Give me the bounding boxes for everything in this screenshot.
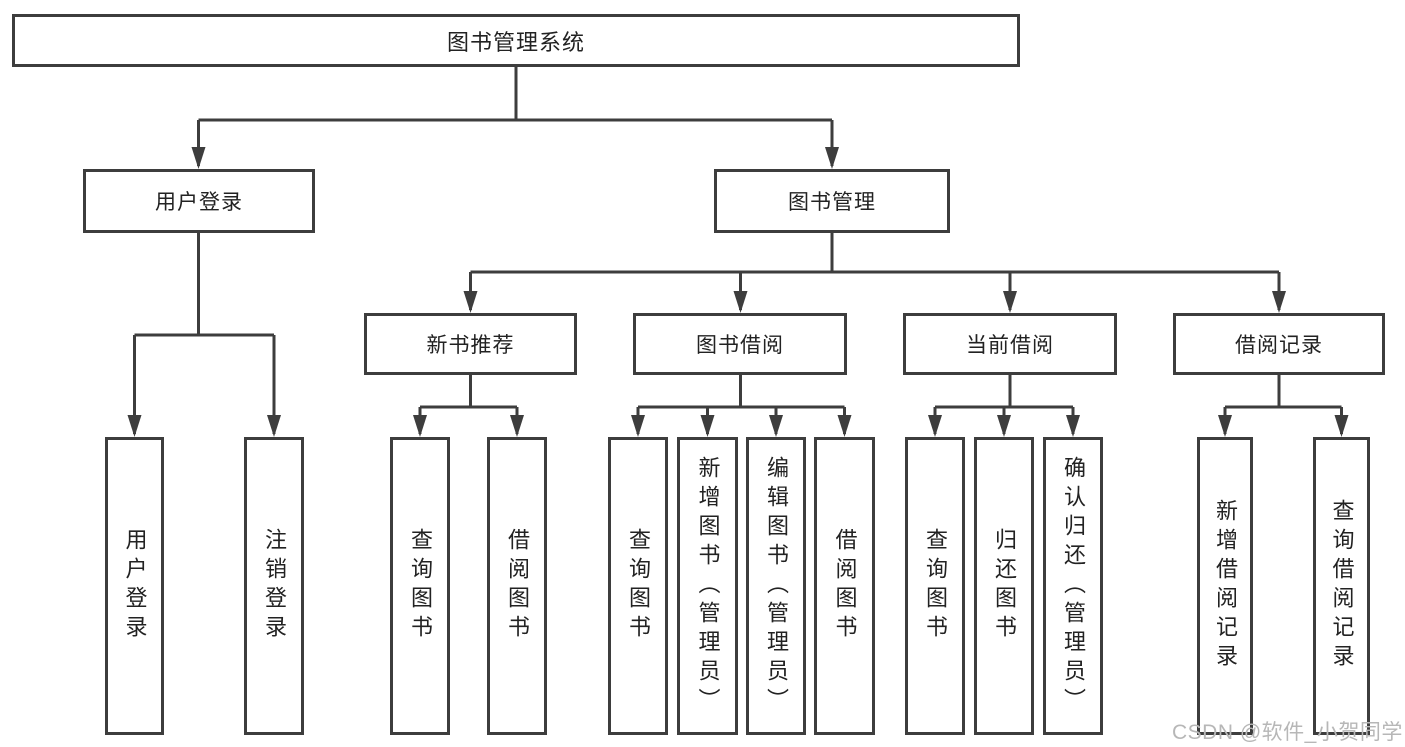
node-label: 注销登录 xyxy=(262,528,287,644)
node-add-borrow-record: 新增借阅记录 xyxy=(1197,437,1253,735)
node-borrowing-query-book: 查询图书 xyxy=(608,437,668,735)
node-library-system: 图书管理系统 xyxy=(12,14,1020,67)
node-label: 编辑图书（管理员） xyxy=(764,455,789,717)
node-edit-book-admin: 编辑图书（管理员） xyxy=(746,437,806,735)
node-label: 查询图书 xyxy=(923,528,948,644)
node-label: 查询图书 xyxy=(626,528,651,644)
node-borrowing-borrow-book: 借阅图书 xyxy=(814,437,875,735)
csdn-watermark: CSDN @软件_小贺同学 xyxy=(1172,721,1403,744)
node-query-borrow-record: 查询借阅记录 xyxy=(1313,437,1370,735)
node-book-management-module: 图书管理 xyxy=(714,169,950,233)
node-logout-action: 注销登录 xyxy=(244,437,304,735)
node-borrowing-records: 借阅记录 xyxy=(1173,313,1385,375)
node-confirm-return-admin: 确认归还（管理员） xyxy=(1043,437,1103,735)
node-label: 查询借阅记录 xyxy=(1329,499,1355,673)
node-label: 新增借阅记录 xyxy=(1213,499,1238,673)
node-user-login-module: 用户登录 xyxy=(83,169,315,233)
node-current-borrowing: 当前借阅 xyxy=(903,313,1117,375)
node-recommend-borrow-book: 借阅图书 xyxy=(487,437,547,735)
node-user-login-action: 用户登录 xyxy=(105,437,164,735)
node-return-book: 归还图书 xyxy=(974,437,1034,735)
node-label: 用户登录 xyxy=(122,528,148,644)
node-add-book-admin: 新增图书（管理员） xyxy=(677,437,738,735)
node-label: 查询图书 xyxy=(408,528,433,644)
node-label: 借阅图书 xyxy=(505,528,530,644)
node-label: 借阅图书 xyxy=(832,528,858,644)
node-current-query-book: 查询图书 xyxy=(905,437,965,735)
node-new-book-recommend: 新书推荐 xyxy=(364,313,577,375)
node-label: 归还图书 xyxy=(992,528,1017,644)
node-label: 确认归还（管理员） xyxy=(1061,455,1086,717)
node-label: 新增图书（管理员） xyxy=(695,455,721,717)
node-book-borrowing: 图书借阅 xyxy=(633,313,847,375)
node-recommend-query-book: 查询图书 xyxy=(390,437,450,735)
